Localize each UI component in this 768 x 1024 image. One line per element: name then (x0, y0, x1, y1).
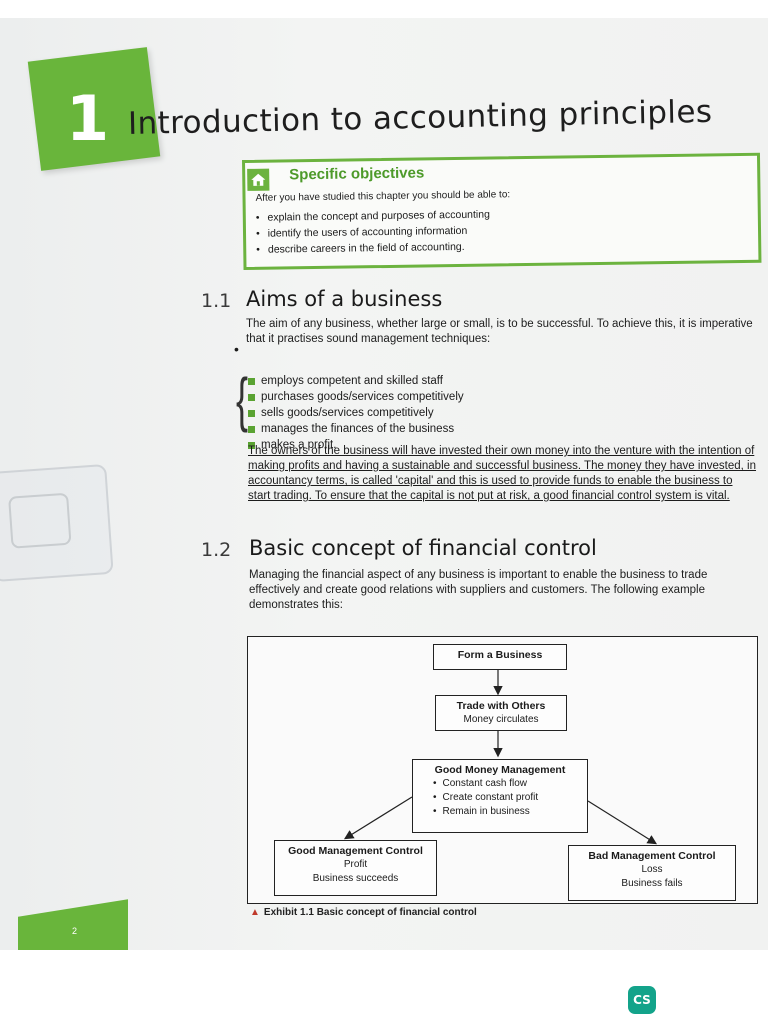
good-control-node: Good Management Control Profit Business … (274, 840, 437, 896)
list-item: makes a profit. (248, 437, 464, 453)
triangle-marker-icon: ▲ (250, 907, 260, 918)
chapter-title: Introduction to accounting principles (127, 93, 713, 142)
capital-paragraph: The owners of the business will have inv… (248, 445, 757, 502)
objectives-box: Specific objectives After you have studi… (242, 152, 762, 270)
money-management-node: Good Money Management Constant cash flow… (412, 759, 588, 833)
list-item: employs competent and skilled staff (248, 373, 464, 389)
scanner-logo-icon: CS (628, 986, 656, 1014)
objectives-list: explain the concept and purposes of acco… (256, 207, 491, 258)
square-bullet-icon (248, 377, 255, 385)
square-bullet-icon (248, 409, 255, 417)
section-intro: Managing the financial aspect of any bus… (249, 569, 708, 611)
list-item: Remain in business (433, 805, 583, 819)
form-business-node: Form a Business (433, 644, 567, 670)
square-bullet-icon (248, 393, 255, 401)
trade-node: Trade with Others Money circulates (435, 695, 567, 731)
chapter-number: 1 (66, 82, 110, 155)
bad-control-node: Bad Management Control Loss Business fai… (568, 845, 736, 901)
objectives-intro: After you have studied this chapter you … (255, 189, 511, 204)
page-number-tab (18, 899, 128, 950)
financial-control-diagram: Form a Business Trade with Others Money … (247, 636, 758, 904)
square-bullet-icon (248, 441, 255, 449)
management-list: employs competent and skilled staff purc… (248, 373, 464, 453)
list-item: sells goods/services competitively (248, 405, 464, 421)
diagram-connectors (343, 669, 658, 845)
section-number: 1.1 (201, 290, 232, 312)
list-item: Constant cash flow (433, 777, 583, 791)
section-title: Basic concept of financial control (249, 536, 597, 560)
list-item: manages the finances of the business (248, 421, 464, 437)
bullet-icon: • (234, 341, 239, 357)
list-item: Create constant profit (433, 791, 583, 805)
section-number: 1.2 (201, 539, 232, 561)
exhibit-caption: ▲Exhibit 1.1 Basic concept of financial … (250, 907, 477, 918)
page-number: 2 (72, 926, 78, 936)
home-icon (247, 168, 270, 191)
paper-clip-reflection (0, 463, 114, 583)
section-title: Aims of a business (246, 287, 443, 311)
textbook-page: 1 Introduction to accounting principles … (0, 18, 768, 950)
list-item: purchases goods/services competitively (248, 389, 464, 405)
square-bullet-icon (248, 425, 255, 433)
objective-item: describe careers in the field of account… (256, 239, 490, 258)
objectives-title: Specific objectives (289, 164, 425, 184)
section-intro: The aim of any business, whether large o… (246, 318, 753, 345)
brace-icon: { (236, 366, 249, 433)
